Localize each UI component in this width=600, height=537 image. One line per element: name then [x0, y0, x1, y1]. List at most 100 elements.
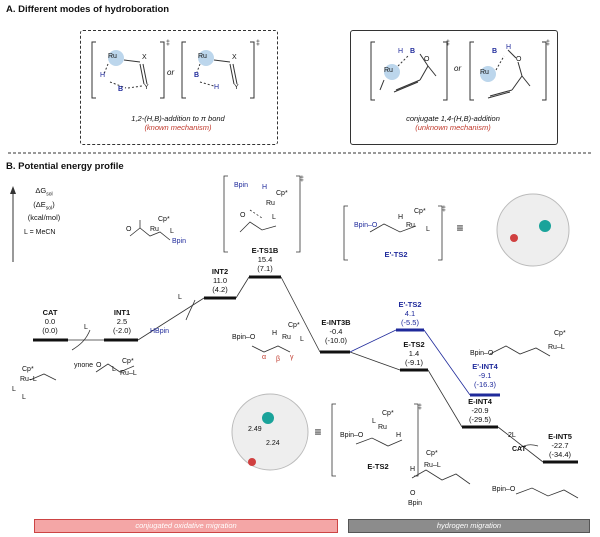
ets1b-cp: Cp*: [276, 190, 288, 197]
state-eint5: E-INT5 -22.7 (-34.4): [538, 432, 582, 459]
ets2-dagger: ‡: [418, 404, 422, 411]
eint4-h: H: [410, 466, 416, 473]
e-ts2p-caption: E'-TS2: [384, 250, 408, 259]
state-ets2-name: E-TS2: [403, 340, 425, 349]
state-eint3b-e: (-10.0): [324, 336, 348, 345]
int1-cp: Cp*: [122, 358, 134, 365]
state-e-int4p-name: E'-INT4: [472, 362, 498, 371]
cat-l-2: L: [22, 394, 26, 401]
e-ts2p-bpin-o: Bpin–O: [354, 222, 378, 229]
y-axis-g-sub: sol: [46, 191, 53, 198]
b-label-2: B: [194, 72, 200, 79]
state-int1-g: 2.5: [116, 317, 128, 326]
state-eint4-e: (-29.5): [468, 415, 492, 424]
ets2-l: L: [372, 418, 376, 425]
ru-label-1: Ru: [108, 53, 117, 60]
gamma-label: γ: [290, 354, 294, 361]
state-ets1b-name: E-TS1B: [251, 246, 279, 255]
eint4-ru-l: Ru–L: [424, 462, 441, 469]
dist-2: 2.24: [266, 440, 280, 447]
ets1b-ru: Ru: [266, 200, 275, 207]
state-eint4: E-INT4 -20.9 (-29.5): [458, 397, 502, 424]
eint3b-ru: Ru: [282, 334, 291, 341]
int1-l: L: [112, 366, 116, 373]
ru-label-2: Ru: [198, 53, 207, 60]
cat-l: L: [12, 386, 16, 393]
int2-o: O: [126, 226, 132, 233]
int2-ru: Ru: [150, 226, 159, 233]
equiv-1: ≡: [456, 221, 464, 235]
state-e-int4p: E'-INT4 -9.1 (-16.3): [462, 362, 508, 389]
b-label-1: B: [118, 86, 124, 93]
int1-o: O: [96, 362, 102, 369]
state-eint5-g: -22.7: [551, 441, 569, 450]
x-label-1: X: [142, 54, 147, 61]
y-axis-unit: (kcal/mol): [27, 213, 61, 222]
y-label-2: Y: [234, 84, 239, 91]
section-a-title: A. Different modes of hydroboration: [6, 4, 170, 15]
state-ets2-e: (-9.1): [405, 358, 423, 367]
h-label-3: H: [398, 48, 404, 55]
state-eint5-name: E-INT5: [548, 432, 572, 441]
state-int1-name: INT1: [113, 308, 131, 317]
eint3b-cp: Cp*: [288, 322, 300, 329]
int2-cp: Cp*: [158, 216, 170, 223]
reagent-ynone: ynone: [74, 362, 94, 369]
state-int1-e: (-2.0): [113, 326, 131, 335]
dagger-2: ‡: [256, 40, 260, 47]
state-e-ts2p-g: 4.1: [404, 309, 416, 318]
state-int2: INT2 11.0 (4.2): [198, 267, 242, 294]
state-ets2: E-TS2 1.4 (-9.1): [392, 340, 436, 367]
state-eint5-e: (-34.4): [548, 450, 572, 459]
state-e-int4p-e: (-16.3): [473, 380, 497, 389]
known-mechanism-box: [80, 30, 278, 145]
unknown-note: (unknown mechanism): [415, 123, 491, 132]
equiv-2: ≡: [314, 425, 322, 439]
e-int4p-bpin-o: Bpin–O: [470, 350, 494, 357]
cat-ru-l: Ru–L: [20, 376, 37, 383]
reagent-l-1: L: [84, 324, 88, 331]
y-axis-e: (ΔE: [33, 199, 46, 209]
known-caption: 1,2-(H,B)-addition to π bond (known mech…: [82, 114, 274, 132]
e-ts2p-h: H: [398, 214, 404, 221]
b-label-4: B: [492, 48, 498, 55]
known-caption-text: 1,2-(H,B)-addition to π bond: [131, 114, 225, 123]
ets2-bpin-o: Bpin–O: [340, 432, 364, 439]
ligand-note: L = MeCN: [24, 229, 56, 236]
eint3b-l: L: [300, 336, 304, 343]
h-label-4: H: [506, 44, 512, 51]
cp-dagger-4: ‡: [546, 40, 550, 47]
ets1b-h: H: [262, 184, 268, 191]
reagent-2l: 2L: [508, 432, 516, 439]
e-int4p-ru-l: Ru–L: [548, 344, 565, 351]
state-eint4-name: E-INT4: [468, 397, 492, 406]
state-int1: INT1 2.5 (-2.0): [100, 308, 144, 335]
ru-label-4: Ru: [480, 69, 489, 76]
e-int4p-cp: Cp*: [554, 330, 566, 337]
unknown-mechanism-box: [350, 30, 558, 145]
section-b-title: B. Potential energy profile: [6, 161, 124, 172]
state-e-ts2p-name: E'-TS2: [398, 300, 422, 309]
ets1b-l: L: [272, 214, 276, 221]
b-label-3: B: [410, 48, 416, 55]
ets1b-dagger: ‡: [300, 176, 304, 183]
y-axis-e-sub: sol: [45, 205, 53, 211]
ets2-caption: E-TS2: [367, 462, 389, 471]
state-ets1b-g: 15.4: [257, 255, 273, 264]
state-e-ts2p: E'-TS2 4.1 (-5.5): [388, 300, 432, 327]
ets1b-o: O: [240, 212, 246, 219]
state-e-int4p-g: -9.1: [478, 371, 492, 380]
ets2-cp: Cp*: [382, 410, 394, 417]
eint4-cp: Cp*: [426, 450, 438, 457]
ru-label-3: Ru: [384, 67, 393, 74]
state-int2-e: (4.2): [212, 285, 228, 294]
known-note: (known mechanism): [144, 123, 212, 132]
state-int2-name: INT2: [211, 267, 229, 276]
eint5-bpin-o: Bpin–O: [492, 486, 516, 493]
unknown-caption-text: conjugate 1,4-(H,B)-addition: [406, 114, 500, 123]
state-ets1b: E-TS1B 15.4 (7.1): [243, 246, 287, 273]
eint4-o: O: [410, 490, 416, 497]
e-ts2p-cp: Cp*: [414, 208, 426, 215]
y-axis-e-end: ): [52, 199, 55, 209]
